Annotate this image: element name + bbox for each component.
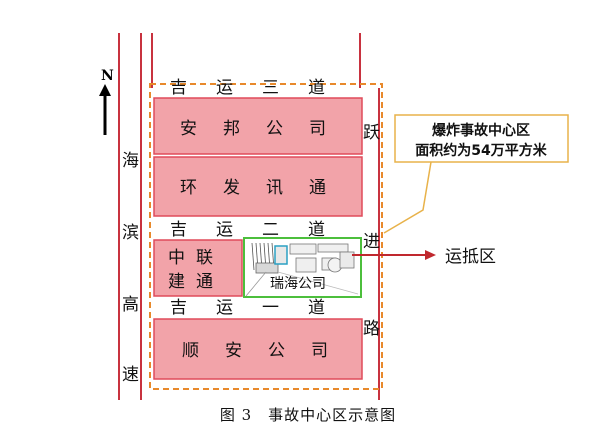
road-char: 运 — [216, 298, 233, 318]
road-char: 进 — [363, 232, 380, 252]
block-char: 公 — [268, 341, 285, 361]
road-label-bottom: 吉 运 一 道 — [170, 298, 325, 318]
callout-box — [394, 114, 569, 163]
road-char: 运 — [216, 78, 233, 98]
block-char: 顺 — [182, 341, 199, 361]
block-huanfa-label: 环 发 讯 通 — [180, 178, 326, 198]
road-label-top: 吉 运 三 道 — [170, 78, 325, 98]
road-char: 道 — [308, 220, 325, 240]
block-shunan — [153, 318, 363, 380]
road-char: 海 — [122, 151, 139, 171]
arrow-right-icon — [425, 250, 436, 260]
road-char: 二 — [262, 220, 279, 240]
callout-leader-line — [383, 161, 432, 234]
block-huanfa — [153, 156, 363, 217]
block-char: 安 — [180, 119, 197, 139]
road-char: 吉 — [170, 298, 187, 318]
north-label: N — [101, 68, 114, 84]
callout-line2: 面积约为54万平方米 — [415, 142, 547, 159]
road-char: 速 — [122, 365, 139, 385]
block-char: 邦 — [223, 119, 240, 139]
arrival-zone-label: 运抵区 — [445, 247, 496, 267]
block-char: 司 — [311, 341, 328, 361]
road-char: 运 — [216, 220, 233, 240]
block-char: 讯 — [266, 178, 283, 198]
block-anbang — [153, 97, 363, 155]
road-char: 吉 — [170, 78, 187, 98]
road-char: 一 — [262, 298, 279, 318]
road-char: 路 — [363, 319, 380, 339]
figure-caption: 图 3 事故中心区示意图 — [219, 406, 397, 424]
block-char: 公 — [266, 119, 283, 139]
north-arrow — [99, 84, 111, 135]
block-shunan-label: 顺 安 公 司 — [182, 341, 328, 361]
road-char: 三 — [262, 78, 279, 98]
block-zhonglian-label: 中 联 建 通 — [168, 248, 213, 292]
block-char: 环 — [180, 178, 197, 198]
block-zhonglian — [153, 239, 243, 297]
road-label-west: 海 滨 高 速 — [122, 151, 139, 385]
block-char: 通 — [309, 178, 326, 198]
block-char: 发 — [223, 178, 240, 198]
arrow-to-arrival-zone — [352, 250, 436, 260]
road-char: 跃 — [363, 123, 380, 143]
site-structures-icon — [245, 242, 359, 297]
road-label-middle: 吉 运 二 道 — [170, 220, 325, 240]
block-char: 联 — [196, 248, 213, 268]
road-lines — [118, 33, 380, 400]
ruihai-site: 瑞海公司 — [243, 237, 362, 298]
block-anbang-label: 安 邦 公 司 — [180, 119, 326, 139]
road-char: 高 — [122, 295, 139, 315]
block-char: 司 — [309, 119, 326, 139]
callout-line1: 爆炸事故中心区 — [432, 122, 530, 139]
north-arrow-icon — [99, 84, 111, 96]
block-char: 建 — [168, 272, 185, 292]
ruihai-label: 瑞海公司 — [270, 276, 326, 292]
road-char: 吉 — [170, 220, 187, 240]
road-label-east: 跃 进 路 — [363, 123, 380, 339]
block-char: 中 — [168, 248, 185, 268]
accident-zone-boundary — [149, 83, 383, 390]
block-char: 通 — [196, 272, 213, 292]
road-char: 滨 — [122, 223, 139, 243]
road-char: 道 — [308, 298, 325, 318]
road-char: 道 — [308, 78, 325, 98]
block-char: 安 — [225, 341, 242, 361]
